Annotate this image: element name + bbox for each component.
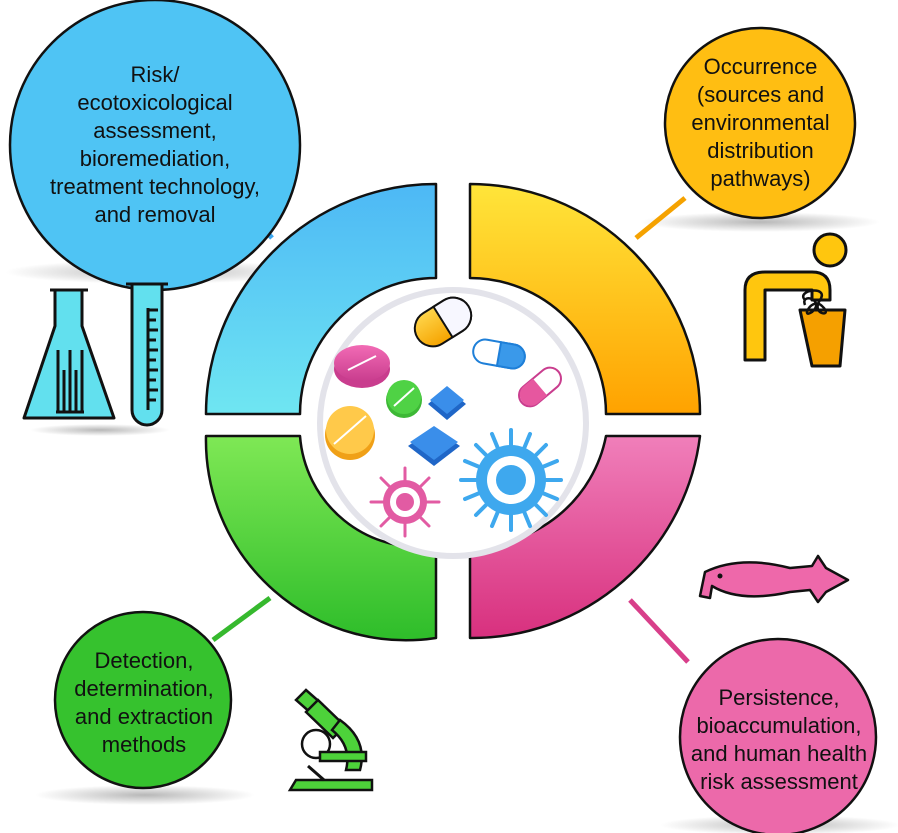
virus-icon <box>459 428 563 532</box>
microscope-icon <box>287 688 374 792</box>
connector-persistence <box>628 598 690 664</box>
persistence-bubble <box>678 637 878 833</box>
shadow <box>640 212 880 232</box>
ring-segment-occurrence <box>468 182 702 416</box>
risk-bubble <box>8 0 302 292</box>
person-disposing-waste-icon <box>743 232 848 368</box>
connector-detection <box>211 595 272 643</box>
tablet-icon <box>325 406 375 460</box>
tablet-icon <box>428 386 466 420</box>
tablet-icon <box>334 345 390 388</box>
shadow <box>35 785 255 805</box>
connector-occurrence <box>634 196 687 240</box>
ring-segment-risk <box>204 182 438 416</box>
occurrence-bubble <box>663 26 857 220</box>
tablet-icon <box>408 426 460 466</box>
lab-glassware-icon <box>22 282 170 436</box>
pill-capsule-icon <box>518 366 562 408</box>
virus-icon <box>369 466 441 538</box>
fish-icon <box>698 554 850 604</box>
detection-bubble <box>53 610 233 790</box>
ring-segment-detection <box>204 434 438 642</box>
pill-capsule-icon <box>472 338 526 370</box>
pill-capsule-icon <box>413 296 473 348</box>
tablet-icon <box>386 380 422 418</box>
